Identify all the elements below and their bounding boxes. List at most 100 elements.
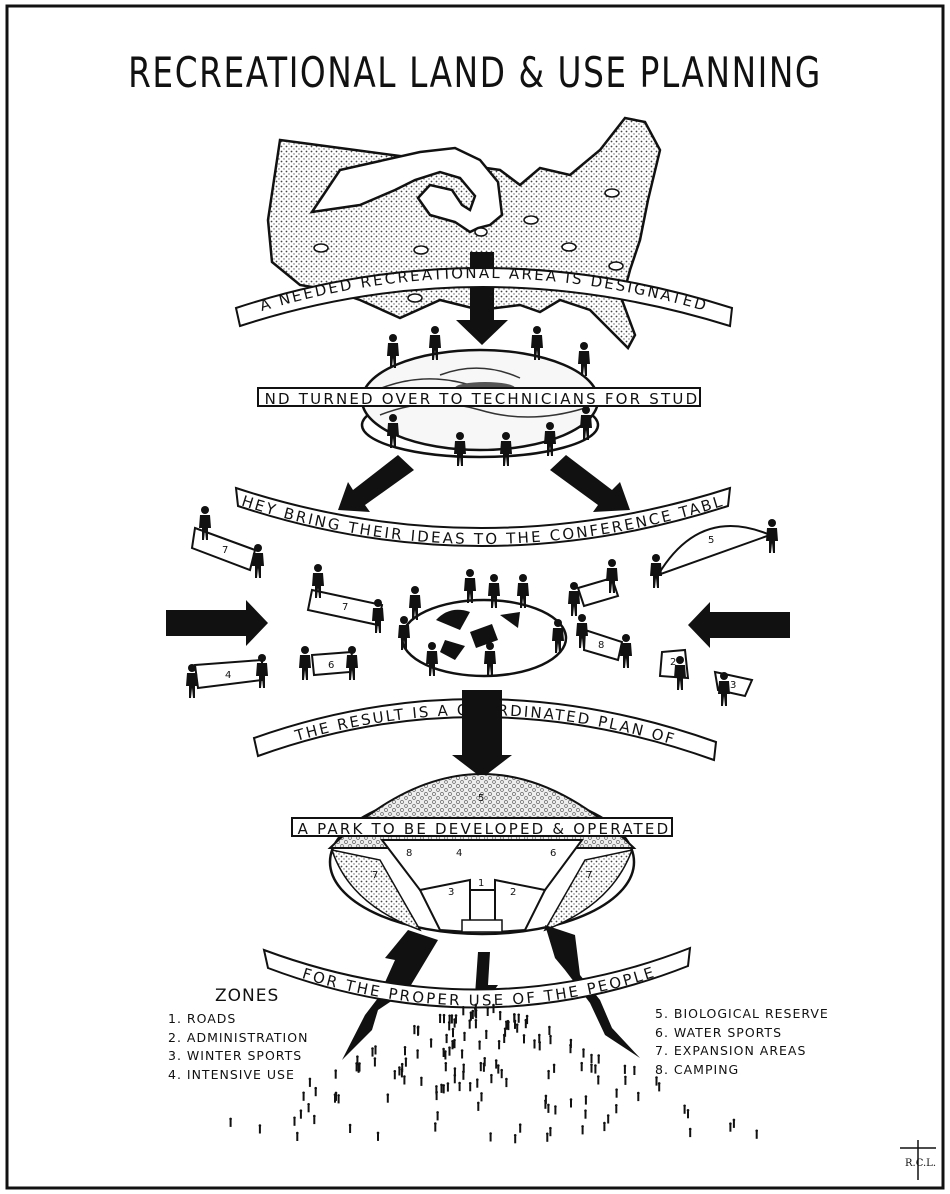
arrow-left [688,602,790,648]
crowd-person [474,1007,477,1017]
crowd-person [597,1075,600,1085]
plan-zone-3: 3 [448,887,454,898]
crowd-person [584,1109,587,1119]
crowd-person [453,1074,457,1084]
crowd-person [477,1101,480,1111]
zone-item-6: 6. WATER SPORTS [655,1024,783,1040]
crowd-person [446,1082,450,1092]
crowd-person [513,1013,516,1023]
piece-number-6: 6 [328,660,334,671]
plan-zone-1: 1 [478,878,484,889]
crowd-person [334,1069,337,1079]
crowd-person [489,1132,492,1142]
crowd-person [486,1006,489,1016]
zone-item-8: 8. CAMPING [655,1061,740,1077]
crowd-person [462,1070,465,1080]
crowd-person [420,1076,423,1086]
crowd-person [444,1062,448,1072]
crowd-person [498,1010,502,1021]
crowd-person [480,1092,483,1102]
crowd-person [518,1123,522,1133]
crowd-person [517,1013,520,1023]
crowd-person [454,1014,458,1024]
crowd-person [590,1063,593,1073]
zones-legend-right: 5. BIOLOGICAL RESERVE 6. WATER SPORTS 7.… [655,1005,829,1079]
crowd-person [471,1009,475,1019]
crowd-person [416,1049,419,1059]
crowd-person [497,1040,501,1050]
zones-heading: ZONES [215,986,280,1006]
crowd-person [657,1082,661,1092]
piece-number-4: 4 [225,670,231,681]
plan-zone-8: 8 [406,848,412,859]
crowd-person [468,1019,471,1029]
zone-item-1: 1. ROADS [168,1011,237,1026]
crowd-person [615,1088,618,1098]
crowd-person [296,1131,299,1141]
crowd-person [522,1034,526,1044]
crowd-person [524,1018,528,1029]
crowd-person [373,1057,377,1067]
crowd-person [688,1127,692,1138]
crowd-person [463,1031,466,1041]
crowd-person [308,1077,312,1087]
crowd-person [584,1095,588,1105]
crowd-person [485,1029,488,1039]
conference-table [400,598,568,678]
svg-text:A PARK TO BE DEVELOPED & OPERA: A PARK TO BE DEVELOPED & OPERATED [298,820,671,838]
crowd-person [386,1093,390,1103]
crowd-person [569,1043,572,1054]
crowd-person [554,1105,557,1115]
poster-title: RECREATIONAL LAND & USE PLANNING [128,48,822,97]
crowd-person [404,1057,408,1067]
crowd-person [683,1104,686,1114]
zones-legend-left: ZONES 1. ROADS 2. ADMINISTRATION 3. WINT… [168,986,308,1084]
crowd-person [450,1014,454,1024]
crowd-person [755,1129,758,1139]
plan-zone-5: 5 [478,793,484,804]
crowd-person [547,1103,550,1113]
crowd-person [505,1077,508,1088]
zone-item-5: 5. BIOLOGICAL RESERVE [655,1006,829,1021]
crowd-person [453,1038,456,1049]
piece-number-5: 5 [708,535,714,546]
crowd-person [374,1045,377,1055]
crowd-person [548,1025,551,1035]
crowd-person [549,1034,552,1045]
crowd-person [633,1065,636,1075]
plan-zone-6: 6 [550,848,556,859]
plan-zone-4: 4 [456,848,462,859]
crowd-person [460,1049,464,1059]
banner-5-text: A PARK TO BE DEVELOPED & OPERATED [298,820,668,838]
crowd-person [505,1020,508,1030]
crowd-person [479,1061,483,1072]
crowd-person [293,1116,296,1126]
crowd-person [606,1114,610,1124]
crowd-person [434,1122,437,1132]
signature-monogram: R.C.L. [900,1140,936,1180]
crowd-person [546,1132,549,1142]
arrow-down-1 [456,252,508,345]
crowd-person [483,1057,486,1067]
crowd-person [448,1046,451,1056]
crowd-person [500,1068,503,1079]
zone-item-2: 2. ADMINISTRATION [168,1029,309,1045]
arrow-diag-right [550,455,630,512]
crowd-person [436,1111,439,1121]
crowd-person [398,1066,401,1076]
crowd-person [552,1063,556,1073]
crowd-person [438,1013,442,1023]
crowd-person [458,1081,461,1092]
crowd-person [497,1064,500,1074]
crowd-person [442,1084,445,1094]
crowd-person [474,1019,478,1029]
crowd-person [358,1062,361,1072]
crowd-person [451,1027,455,1038]
crowd-person [376,1131,380,1141]
crowd-person [400,1068,404,1078]
crowd-person [492,1003,495,1014]
crowd-person [313,1114,316,1125]
crowd-person [582,1048,585,1058]
park-plan: 5 8 4 6 7 7 3 1 2 [327,773,637,936]
crowd-person [442,1013,446,1024]
